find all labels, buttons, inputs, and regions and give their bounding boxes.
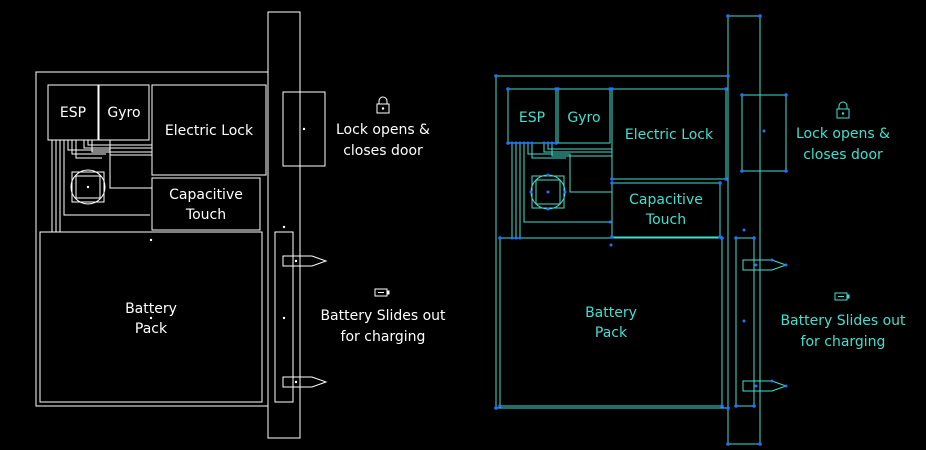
left-diagram [35, 11, 328, 439]
left-wire-11 [109, 140, 152, 156]
left-capacitive-label-2: Touch [185, 207, 226, 223]
left-wire-8 [83, 140, 152, 149]
right-wire-6 [531, 143, 566, 159]
right-battery-box [499, 237, 723, 407]
left-wire-7 [75, 140, 102, 159]
left-battery-note-1: Battery Slides out [320, 308, 446, 324]
right-gyro-box [557, 88, 611, 144]
lock-icon [376, 96, 390, 114]
left-dot-sensor [86, 185, 90, 189]
right-lock-bolt [741, 94, 787, 172]
left-wire-10 [91, 140, 152, 153]
left-capacitive-box [151, 177, 261, 231]
right-wire-8 [547, 143, 612, 150]
right-lock-note-1: Lock opens & [796, 126, 890, 142]
right-battery-label-1: Battery [585, 305, 637, 321]
right-wire-4 [523, 143, 610, 223]
left-dots [86, 127, 306, 384]
left-esp-box [47, 84, 99, 141]
right-nodes [494, 14, 788, 446]
left-wire-6 [71, 140, 106, 155]
right-arrow-top [742, 259, 788, 271]
left-dot-strip-top [282, 225, 286, 229]
left-battery-label-1: Battery [125, 301, 177, 317]
left-lock-note-1: Lock opens & [336, 122, 430, 138]
right-esp-label: ESP [519, 110, 545, 126]
left-lock-note-2: closes door [343, 143, 423, 159]
left-dot-arrow-top [294, 259, 298, 263]
left-electric-lock-box [151, 84, 267, 176]
left-dot-battery-top [149, 238, 153, 242]
right-wire-7 [543, 143, 612, 153]
battery-icon [834, 292, 850, 301]
left-gyro-label: Gyro [107, 105, 140, 121]
lock-icon [836, 101, 850, 119]
right-wire-9 [551, 143, 612, 157]
left-battery-label-2: Pack [135, 321, 168, 337]
left-arrow-top [282, 255, 328, 267]
left-capacitive-label-1: Capacitive [169, 187, 243, 203]
left-gyro-box [98, 84, 150, 141]
left-battery-box [39, 231, 263, 403]
left-touch-sensor-inner [75, 175, 101, 199]
right-touch-sensor-inner [535, 179, 561, 205]
right-electric-lock-label: Electric Lock [625, 127, 714, 143]
right-battery-note-1: Battery Slides out [780, 313, 906, 329]
left-wire-9 [87, 140, 152, 146]
right-gyro-label: Gyro [567, 110, 600, 126]
right-battery-slider [735, 237, 755, 407]
right-battery-label-2: Pack [595, 325, 628, 341]
left-touch-sensor-ring [70, 169, 106, 205]
right-door-strip [727, 15, 761, 445]
right-diagram [495, 15, 788, 445]
right-battery-note-2: for charging [801, 334, 886, 350]
left-electric-lock-label: Electric Lock [165, 123, 254, 139]
right-capacitive-label-2: Touch [645, 212, 686, 228]
left-esp-label: ESP [60, 105, 86, 121]
left-arrow-bottom [282, 376, 328, 388]
right-capacitive-label-1: Capacitive [629, 192, 703, 208]
battery-icon [374, 288, 390, 297]
left-touch-sensor-outer [71, 171, 105, 203]
left-battery-note-2: for charging [341, 329, 426, 345]
left-dot-arrow-bottom [294, 380, 298, 384]
left-dot-lock [302, 127, 306, 131]
right-arrow-bottom [742, 380, 788, 392]
left-dot-strip-mid [282, 316, 286, 320]
left-battery-slider [274, 231, 294, 403]
right-capacitive-box [611, 182, 721, 238]
right-wire-5 [527, 143, 612, 193]
right-electric-lock-box [611, 88, 727, 180]
left-door-strip [267, 11, 301, 439]
left-lock-bolt [282, 91, 326, 167]
left-dot-battery-center [149, 316, 153, 320]
left-wire-4 [63, 140, 150, 216]
right-lock-note-2: closes door [803, 147, 883, 163]
